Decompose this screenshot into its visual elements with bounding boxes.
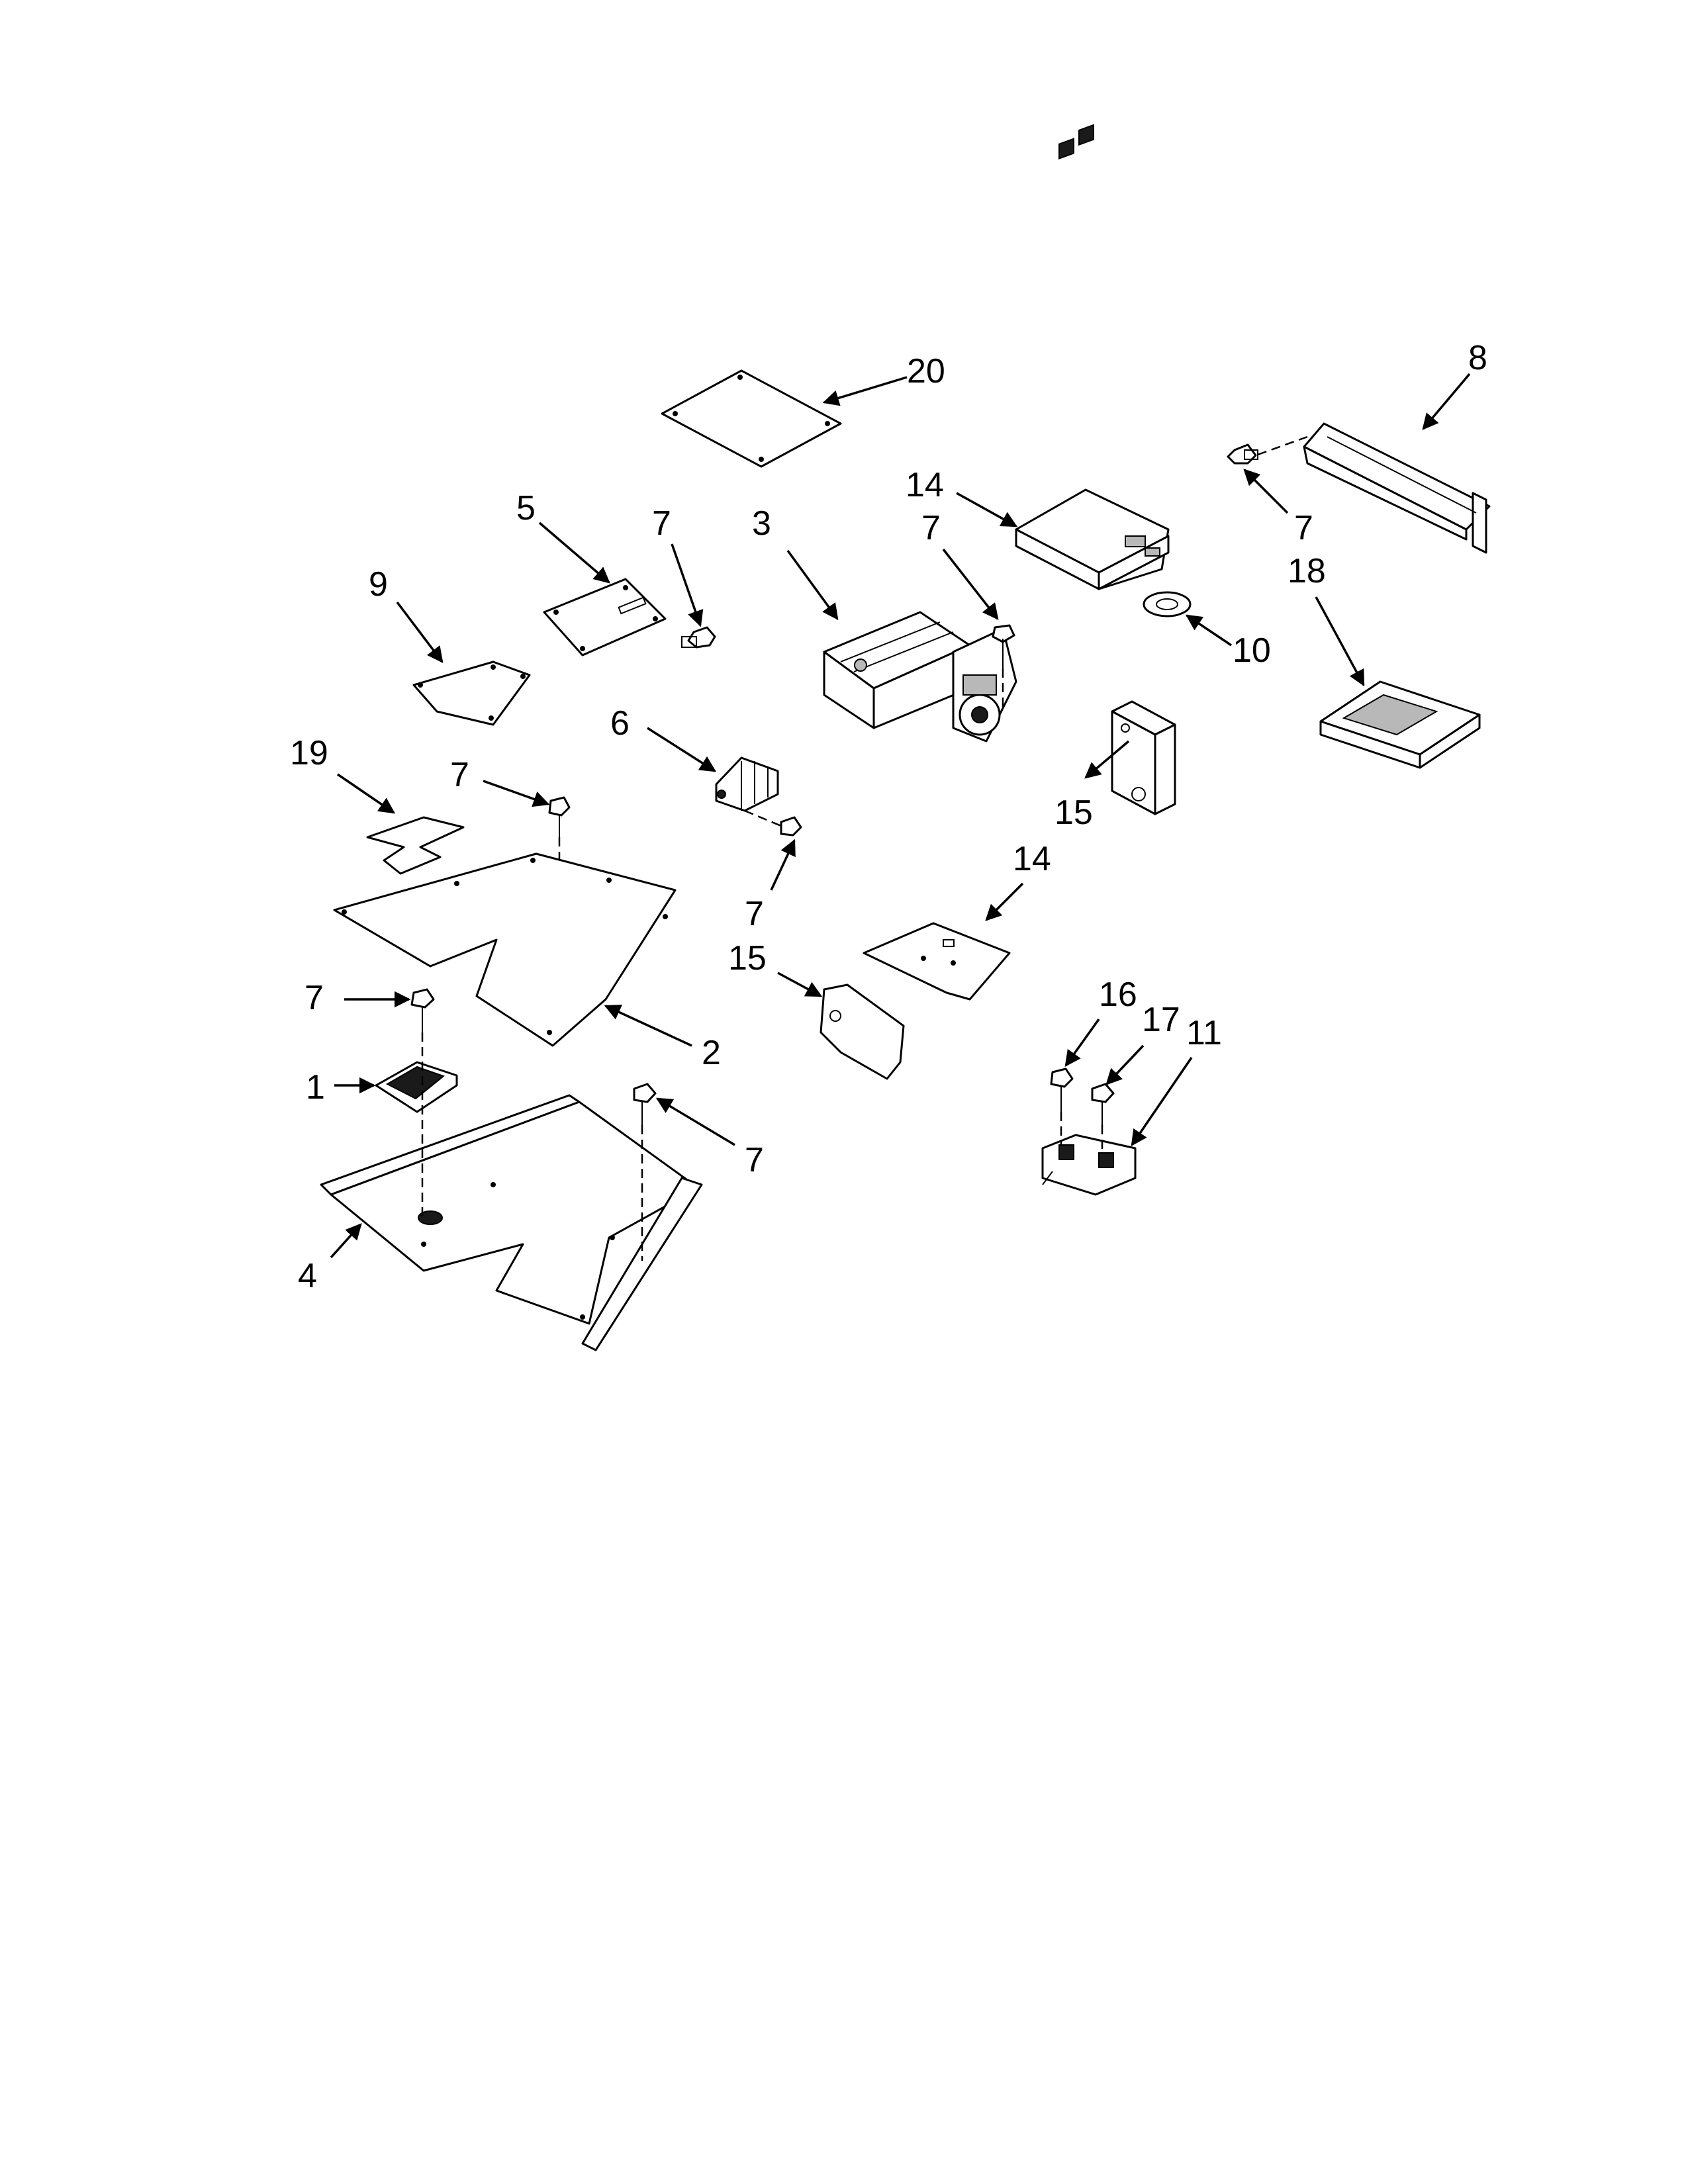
screw-7-c [1227, 435, 1308, 465]
callout-7-panel-screw: 7 [450, 756, 469, 794]
callout-7-board-screw: 7 [921, 509, 941, 547]
callout-7-shield-screw: 7 [1294, 509, 1313, 547]
callout-16: 16 [1099, 976, 1137, 1014]
part-4-base-tray [320, 1094, 703, 1351]
part-1-bracket [375, 1061, 458, 1113]
callout-3: 3 [752, 504, 771, 543]
callout-13: 15 [1055, 794, 1093, 832]
screw-7-d [548, 796, 571, 860]
screw-7-g [633, 1083, 657, 1261]
callout-4: 4 [298, 1257, 317, 1295]
callout-10: 10 [1233, 631, 1271, 670]
part-9-plate [412, 660, 531, 726]
screw-7-b [992, 624, 1015, 708]
callout-15: 15 [728, 939, 767, 978]
callout-5: 5 [516, 489, 536, 527]
part-11-terminal-block [1041, 1134, 1137, 1196]
callout-7-bracket-screw: 7 [305, 979, 324, 1017]
callout-8: 8 [1468, 339, 1487, 377]
callout-9: 9 [369, 565, 388, 604]
part-18-drip-tray [1319, 680, 1481, 769]
part-19-spacer [366, 816, 465, 875]
part-20-cover-plate [661, 369, 842, 468]
screw-7-a [681, 626, 716, 649]
part-14-insulator [863, 922, 1011, 1001]
callout-20: 20 [907, 352, 945, 390]
screw-7-f [410, 988, 435, 1218]
callout-11: 11 [1186, 1014, 1222, 1052]
part-3-control-module [823, 611, 1017, 743]
callout-14: 14 [1013, 840, 1051, 878]
callout-1: 1 [306, 1068, 325, 1107]
part-12-control-board [1015, 124, 1170, 590]
part-2-panel [333, 852, 677, 1047]
callout-7-plate-screw: 7 [652, 504, 671, 543]
callout-18: 18 [1288, 552, 1326, 590]
part-8-shield [1303, 422, 1491, 554]
part-13-junction-box [1111, 700, 1176, 815]
callout-12: 14 [906, 466, 944, 504]
callout-17: 17 [1142, 1001, 1180, 1039]
callout-labels: 20 8 7 18 14 7 3 7 5 9 10 6 19 7 15 14 7… [290, 339, 1487, 1295]
callout-19: 19 [290, 734, 328, 772]
callout-7-tray-screw: 7 [745, 1141, 764, 1179]
leader-lines [330, 373, 1471, 1259]
part-5-plate [543, 578, 667, 657]
screw-17 [1091, 1083, 1115, 1153]
callout-2: 2 [702, 1034, 721, 1072]
part-6-relay [715, 756, 779, 812]
part-15-bracket-plate [820, 983, 905, 1080]
screw-16 [1050, 1068, 1074, 1145]
part-10-washer [1143, 591, 1192, 617]
callout-7-relay-screw: 7 [745, 895, 764, 933]
screw-7-e [744, 809, 802, 837]
callout-6: 6 [610, 704, 630, 743]
